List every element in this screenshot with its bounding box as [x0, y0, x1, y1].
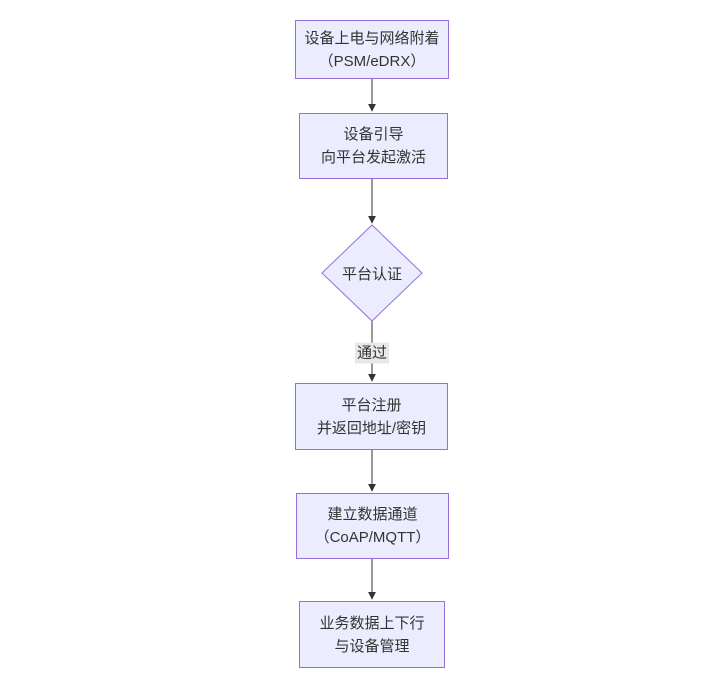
node-line: 与设备管理	[334, 637, 410, 655]
node-line: 业务数据上下行	[319, 614, 425, 632]
node-platform-auth-label: 平台认证	[341, 265, 402, 283]
node-power-network-attach: 设备上电与网络附着 （PSM/eDRX）	[295, 20, 449, 79]
node-line: （CoAP/MQTT）	[314, 529, 431, 546]
node-line: 并返回地址/密钥	[316, 419, 427, 437]
node-data-channel: 建立数据通道 （CoAP/MQTT）	[296, 493, 449, 559]
node-line: 向平台发起激活	[320, 149, 426, 166]
decision-diamond-shape	[321, 224, 423, 322]
node-business-data: 业务数据上下行 与设备管理	[299, 601, 445, 668]
node-platform-register: 平台注册 并返回地址/密钥	[295, 383, 448, 450]
node-line: 建立数据通道	[327, 506, 418, 523]
node-bootstrap-activate: 设备引导 向平台发起激活	[299, 113, 448, 179]
edge-label-pass: 通过	[354, 342, 390, 364]
node-line: 设备引导	[343, 126, 404, 143]
node-line: （PSM/eDRX）	[318, 52, 426, 70]
node-line: 设备上电与网络附着	[304, 29, 440, 47]
node-line: 平台注册	[341, 396, 402, 414]
